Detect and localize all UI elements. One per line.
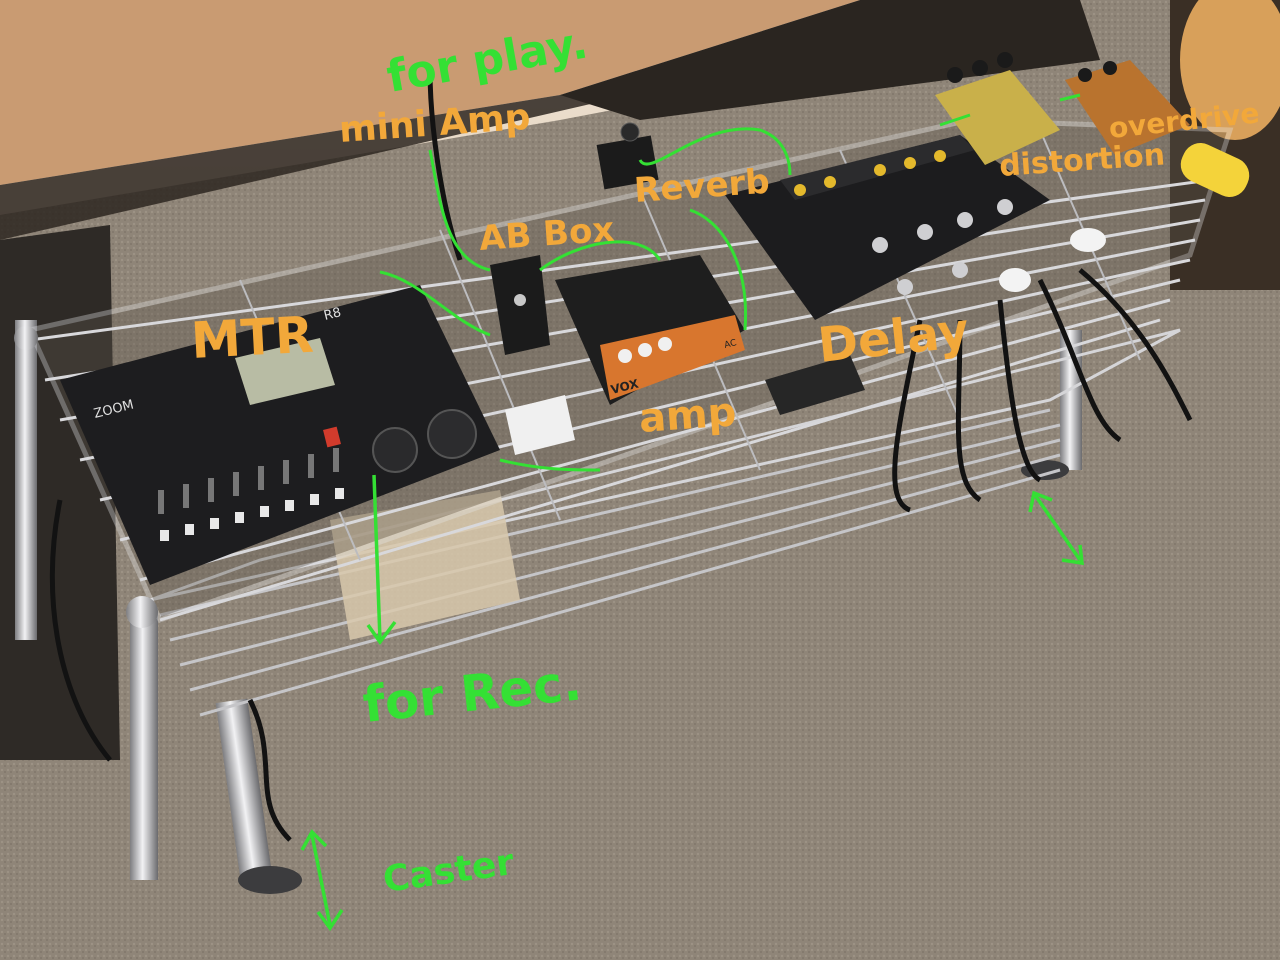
connection-line <box>939 113 971 127</box>
power-adapters <box>505 143 1250 455</box>
reverb-knob <box>620 122 640 142</box>
amp-knob <box>658 337 672 351</box>
connection-line <box>499 458 601 472</box>
mini-amp: VOX AC <box>555 255 745 405</box>
distortion-pedal <box>935 52 1060 165</box>
amp-front-panel <box>600 315 745 400</box>
guitar-body <box>1180 0 1280 140</box>
label-amp: amp <box>637 389 737 442</box>
caster-wheel-left <box>238 866 302 894</box>
mtr-body <box>60 285 500 585</box>
mtr-recorder: ZOOM R8 <box>60 285 500 585</box>
amp-brand-text: VOX <box>609 376 640 397</box>
mtr-dpad <box>372 427 418 473</box>
shelf-post-cap-left <box>14 326 38 350</box>
mtr-record-button <box>323 426 341 448</box>
label-reverb: Reverb <box>633 162 771 211</box>
mtr-screen <box>235 338 335 405</box>
overdrive-pedal <box>1065 60 1190 155</box>
label-mtr: MTR <box>190 306 315 370</box>
connection-line <box>379 270 491 337</box>
up-down-arrow-icon <box>1028 490 1084 566</box>
connection-lines <box>379 93 1081 472</box>
mtr-model-text: R8 <box>322 305 342 324</box>
reverb-pedal-body <box>596 135 659 190</box>
front-left-leg-lower <box>215 698 273 882</box>
connection-line <box>638 127 792 176</box>
amp-body <box>555 255 745 405</box>
delay-unit <box>725 135 1050 320</box>
connection-line <box>689 208 748 331</box>
connection-line <box>428 149 491 272</box>
power-adapter <box>765 355 865 415</box>
down-arrow-icon <box>366 474 397 645</box>
connection-line <box>1059 93 1081 102</box>
ab-box-switch <box>514 294 526 306</box>
amp-knob <box>638 343 652 357</box>
lower-shelf-grid <box>149 328 1181 602</box>
mtr-jog-wheel <box>427 409 477 459</box>
amp-knob <box>618 349 632 363</box>
amp-model-text: AC <box>723 338 737 351</box>
distortion-body <box>935 70 1060 165</box>
up-down-arrow-icon <box>300 829 344 932</box>
overdrive-body <box>1065 60 1190 155</box>
connection-line <box>539 240 662 272</box>
front-left-leg <box>130 610 158 880</box>
ab-box <box>490 255 550 355</box>
power-adapter <box>505 395 575 455</box>
reverb-pedal <box>596 122 659 190</box>
yellow-cable-tag <box>1180 143 1250 197</box>
shelf-post-cap-front <box>126 596 158 628</box>
desk-shadow <box>0 88 660 240</box>
cable-plug <box>1070 228 1106 252</box>
cables <box>49 69 1193 842</box>
front-left-post <box>15 320 37 640</box>
label-ab-box: AB Box <box>478 210 616 259</box>
shelf-legs <box>15 320 1082 894</box>
cable-plug <box>999 268 1031 292</box>
desk-underside <box>560 0 1100 120</box>
